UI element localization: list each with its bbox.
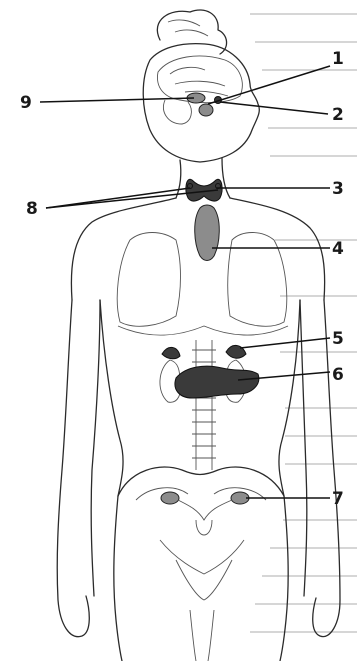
label-9: 9	[20, 93, 32, 113]
pituitary-gland	[199, 104, 213, 116]
leader-9	[40, 98, 194, 102]
leader-1	[208, 66, 330, 104]
label-4: 4	[332, 239, 344, 259]
label-2: 2	[332, 105, 344, 125]
ovary	[161, 492, 179, 504]
thymus-gland	[195, 205, 220, 261]
leader-lines	[40, 66, 330, 498]
label-8: 8	[26, 199, 38, 219]
number-labels: 1 2 3 4 5 6 7 8 9	[20, 49, 344, 509]
label-3: 3	[332, 179, 344, 199]
label-7: 7	[332, 489, 344, 509]
pancreas	[175, 366, 259, 398]
label-1: 1	[332, 49, 344, 69]
label-6: 6	[332, 365, 344, 385]
adrenal-gland	[162, 347, 180, 358]
body-outline	[57, 10, 340, 661]
leader-2	[220, 102, 328, 114]
label-5: 5	[332, 329, 344, 349]
leader-5	[240, 338, 330, 348]
